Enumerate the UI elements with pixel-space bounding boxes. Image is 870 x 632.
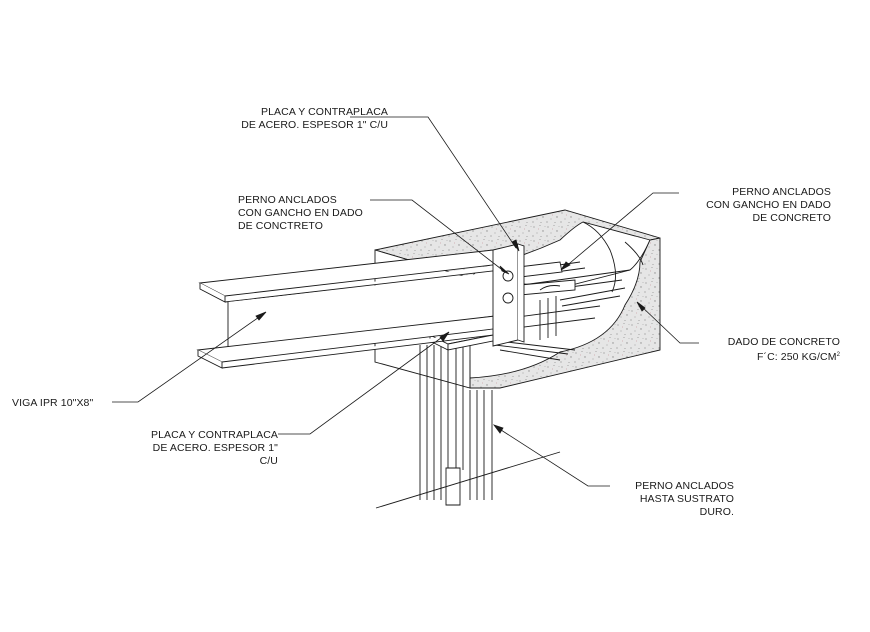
label-placa-top: PLACA Y CONTRAPLACA DE ACERO. ESPESOR 1"… bbox=[241, 106, 388, 131]
label-perno-sustrato: PERNO ANCLADOS HASTA SUSTRATO DURO. bbox=[635, 480, 734, 518]
label-viga: VIGA IPR 10"X8" bbox=[12, 397, 94, 409]
anchor-bolts-to-substrate bbox=[375, 345, 561, 509]
label-perno-right: PERNO ANCLADOS CON GANCHO EN DADO DE CON… bbox=[706, 186, 831, 224]
substrate-line bbox=[375, 451, 561, 509]
leader-lines bbox=[112, 116, 699, 487]
ipr-beam bbox=[196, 243, 525, 369]
pedestal-right-face bbox=[469, 237, 661, 389]
label-perno-left: PERNO ANCLADOS CON GANCHO EN DADO DE CON… bbox=[238, 194, 363, 232]
label-dado: DADO DE CONCRETO F´C: 250 KG/CM2 bbox=[727, 336, 840, 363]
label-placa-bottom: PLACA Y CONTRAPLACA DE ACERO. ESPESOR 1"… bbox=[151, 429, 278, 467]
